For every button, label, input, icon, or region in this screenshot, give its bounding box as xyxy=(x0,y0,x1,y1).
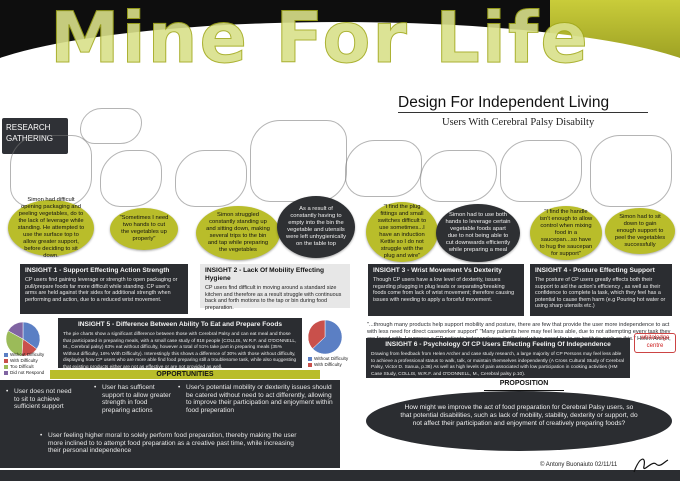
observation-bubble: Simon had to sit down to gain enough sup… xyxy=(605,208,675,254)
legend-item: Too Difficult xyxy=(4,364,54,370)
poster-tagline: Users With Cerebral Palsy Disabilty xyxy=(442,117,595,128)
insight-4-text: The posture of CP users greatly effects … xyxy=(535,277,666,310)
opportunity-item: User feeling higher moral to solely perf… xyxy=(40,432,308,455)
legend-swatch xyxy=(308,356,312,361)
sketch-saucepan xyxy=(500,140,582,202)
insight-6-title: INSIGHT 6 - Psychology Of CP Users Effec… xyxy=(385,341,611,348)
whitelodge-centre-logo: whitelodge centre xyxy=(634,333,676,353)
copyright-text: © Antony Buonaiuto 02/11/11 xyxy=(540,462,618,468)
observation-bubble: As a result of constantly having to empt… xyxy=(277,196,355,258)
quote-bubble: "Sometimes I need two hands to cut the v… xyxy=(110,208,178,250)
sketch-kettle-plug xyxy=(345,140,422,197)
sketch-user-seated xyxy=(590,135,672,207)
signature xyxy=(633,458,669,473)
insight-3-box: INSIGHT 3 - Wrist Movement Vs Dexterity … xyxy=(368,264,524,316)
legend-item: Did not Respond xyxy=(4,370,54,376)
proposition-title: PROPOSITION xyxy=(484,380,564,391)
opportunity-item: User's potential mobility or dexterity i… xyxy=(178,384,336,414)
insight-1-text: CP users find gaining leverage or streng… xyxy=(25,277,178,303)
pie-slice xyxy=(307,319,326,349)
insight-4-title: INSIGHT 4 - Posture Effecting Support xyxy=(535,267,655,274)
pie-chart-left xyxy=(5,321,41,357)
observation-bubble: Simon had difficult opening packaging an… xyxy=(8,197,94,259)
legend-swatch xyxy=(4,364,8,369)
pie-slice xyxy=(5,330,24,357)
insight-2-title: INSIGHT 2 - Lack Of Mobility Effecting H… xyxy=(205,267,325,282)
legend-item: Without Difficulty xyxy=(4,352,54,358)
insight-6-box: INSIGHT 6 - Psychology Of CP Users Effec… xyxy=(366,338,630,378)
legend-swatch xyxy=(4,370,8,375)
legend-item: Without Difficulty xyxy=(308,356,360,362)
observation-bubble: Simon had to use both hands to leverage … xyxy=(436,204,520,262)
legend-swatch xyxy=(4,352,8,357)
insight-5-box: INSIGHT 5 - Difference Between Ability T… xyxy=(58,318,302,370)
poster-title: Mine For Life xyxy=(50,0,590,79)
insight-2-box: INSIGHT 2 - Lack Of Mobility Effecting H… xyxy=(200,264,350,311)
legend-item: With Difficulty xyxy=(308,362,360,368)
quote-bubble: "I find the plug fittings and small swit… xyxy=(366,202,438,262)
sketch-kitchen-bin xyxy=(175,150,247,207)
pie-slice xyxy=(22,321,41,350)
pie-slice xyxy=(7,321,24,340)
insight-5-text: The pie charts show a significant differ… xyxy=(63,332,297,370)
quote-bubble: "I find the handle isn't enough to allow… xyxy=(530,206,602,260)
poster-subtitle: Design For Independent Living xyxy=(398,94,648,113)
insight-1-box: INSIGHT 1 - Support Effecting Action Str… xyxy=(20,264,188,314)
pie-chart-right xyxy=(307,319,343,355)
proposition-statement: How might we improve the act of food pre… xyxy=(366,391,672,451)
pie-slice xyxy=(312,319,343,355)
footer-bar xyxy=(0,470,680,481)
insight-1-title: INSIGHT 1 - Support Effecting Action Str… xyxy=(25,267,170,274)
sketch-computer-desk xyxy=(80,108,142,144)
insight-4-box: INSIGHT 4 - Posture Effecting Support Th… xyxy=(530,264,672,316)
sketch-user-sink xyxy=(250,120,347,202)
sketch-hands-cutting xyxy=(420,150,497,202)
pie-left-legend: Without Difficulty With Difficulty Too D… xyxy=(4,352,54,376)
insight-2-text: CP users find difficult in moving around… xyxy=(205,285,342,311)
insight-5-title: INSIGHT 5 - Difference Between Ability T… xyxy=(77,321,283,328)
opportunity-item: User does not need to sit to achieve suf… xyxy=(6,388,74,411)
legend-item: With Difficulty xyxy=(4,358,54,364)
opportunities-title: OPPORTUNITIES xyxy=(50,370,320,379)
opportunity-item: User has sufficent support to allow grea… xyxy=(94,384,174,414)
insight-3-title: INSIGHT 3 - Wrist Movement Vs Dexterity xyxy=(373,267,502,274)
legend-swatch xyxy=(4,358,8,363)
sketch-user-preparing xyxy=(100,150,162,207)
observation-bubble: Simon struggled constantly standing up a… xyxy=(196,206,280,260)
insight-3-text: Though CP users have a low level of dext… xyxy=(373,277,515,303)
insight-6-text: Drawing from feedback from Helen Archer … xyxy=(371,352,625,377)
pie-right-legend: Without Difficulty With Difficulty xyxy=(308,356,360,368)
legend-swatch xyxy=(308,362,312,367)
